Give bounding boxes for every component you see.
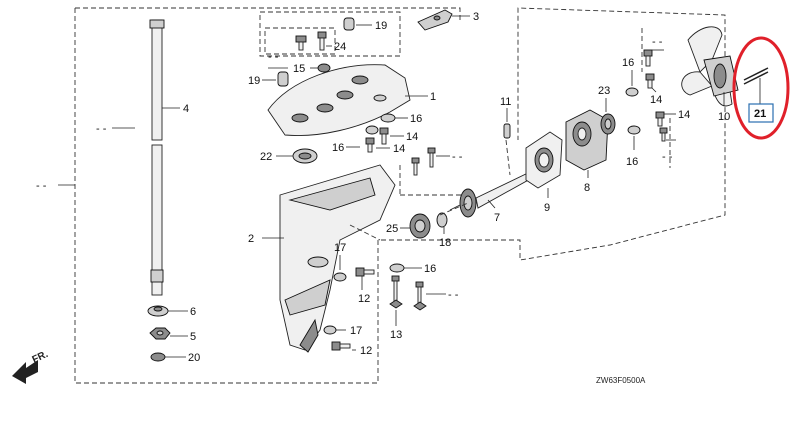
bolt-14e — [655, 111, 665, 127]
callout-22: 22 — [260, 151, 272, 163]
assembly-outline — [74, 7, 726, 384]
bolt-14b — [365, 137, 375, 153]
washer-16d — [625, 87, 639, 97]
callout-9: 9 — [544, 202, 550, 214]
highlight-circle-part-21 — [732, 36, 790, 140]
callout-17a: 17 — [334, 242, 346, 254]
callout-12b: 12 — [360, 345, 372, 357]
callout-dash-bolts: - - — [452, 151, 463, 163]
callout-6: 6 — [190, 306, 196, 318]
diagram-code: ZW63F0500A — [596, 376, 646, 385]
washer-16e — [627, 125, 641, 135]
cotter-pin-21 — [743, 67, 769, 85]
bolt-12b — [331, 341, 351, 351]
washer-15 — [317, 63, 331, 73]
callout-12a: 12 — [358, 293, 370, 305]
callout-16b: 16 — [332, 142, 344, 154]
part-21-label-box — [748, 103, 774, 123]
left-bracket-dash: - - — [36, 180, 47, 192]
callout-20: 20 — [188, 352, 200, 364]
callout-dash-top: - - — [652, 36, 663, 48]
bolt-group-center — [411, 147, 436, 176]
washer-17b — [323, 325, 337, 335]
bolt-13b — [413, 281, 427, 311]
callout-14d: 14 — [678, 109, 690, 121]
washer-16a — [380, 113, 396, 123]
callout-2: 2 — [248, 233, 254, 245]
shear-pin-11 — [503, 123, 511, 139]
front-direction-arrow — [12, 360, 38, 384]
callout-25: 25 — [386, 223, 398, 235]
callout-3: 3 — [473, 11, 479, 23]
callout-16a: 16 — [410, 113, 422, 125]
callout-14c: 14 — [650, 94, 662, 106]
callout-18: 18 — [439, 237, 451, 249]
cap-nut-top — [343, 17, 355, 31]
callout-dash-15: - - — [268, 51, 279, 63]
callout-16d: 16 — [622, 57, 634, 69]
callout-19b: 19 — [248, 75, 260, 87]
seal-23 — [600, 113, 616, 135]
callout-13: 13 — [390, 329, 402, 341]
callout-17b: 17 — [350, 325, 362, 337]
bolt-14a — [379, 127, 389, 145]
callout-10: 10 — [718, 111, 730, 123]
washer-16c — [389, 263, 405, 273]
gasket-9 — [525, 131, 563, 189]
gear-case — [279, 164, 396, 353]
callout-19a: 19 — [375, 20, 387, 32]
left-bracket-dash-2: - - — [96, 123, 107, 135]
callout-7: 7 — [494, 212, 500, 224]
callout-1: 1 — [430, 91, 436, 103]
anti-cavitation-plate — [267, 64, 411, 136]
oil-seal-22 — [292, 148, 318, 164]
callout-14a: 14 — [406, 131, 418, 143]
propeller-10 — [681, 26, 739, 107]
bolt-subassembly-box — [259, 11, 401, 57]
callout-23: 23 — [598, 85, 610, 97]
callout-16e: 16 — [626, 156, 638, 168]
washer-16b — [365, 125, 379, 135]
bolt-13a — [389, 275, 403, 309]
callout-dash-right: - - — [662, 151, 673, 163]
bolt-24a — [295, 35, 307, 51]
callout-15: 15 — [293, 63, 305, 75]
washer-18 — [436, 212, 448, 228]
callout-5: 5 — [190, 331, 196, 343]
bolt-12a — [355, 267, 375, 277]
bolt-small-lower — [659, 127, 668, 142]
propeller-shaft — [449, 171, 533, 218]
bolt-14d — [645, 73, 655, 89]
callout-11: 11 — [500, 96, 511, 108]
bolt-14c — [643, 49, 653, 67]
bolt-subassembly-box-2 — [264, 27, 336, 55]
washer-17a — [333, 272, 347, 282]
vertical-shaft — [149, 19, 165, 296]
callout-21: 21 — [754, 108, 766, 120]
callout-dash-13: - - — [448, 289, 459, 301]
bearing-25 — [409, 213, 431, 239]
shaft-small-washer — [150, 352, 166, 362]
front-marker-text: FR. — [31, 349, 50, 366]
shaft-nut — [149, 327, 171, 340]
bolt-24b — [317, 31, 327, 51]
callout-14b: 14 — [393, 143, 405, 155]
bearing-housing-8 — [565, 109, 609, 171]
callout-4: 4 — [183, 103, 189, 115]
cap-nut-side — [277, 71, 289, 87]
callout-16c: 16 — [424, 263, 436, 275]
callout-8: 8 — [584, 182, 590, 194]
callout-24: 24 — [334, 41, 346, 53]
fin-bracket — [417, 9, 453, 31]
